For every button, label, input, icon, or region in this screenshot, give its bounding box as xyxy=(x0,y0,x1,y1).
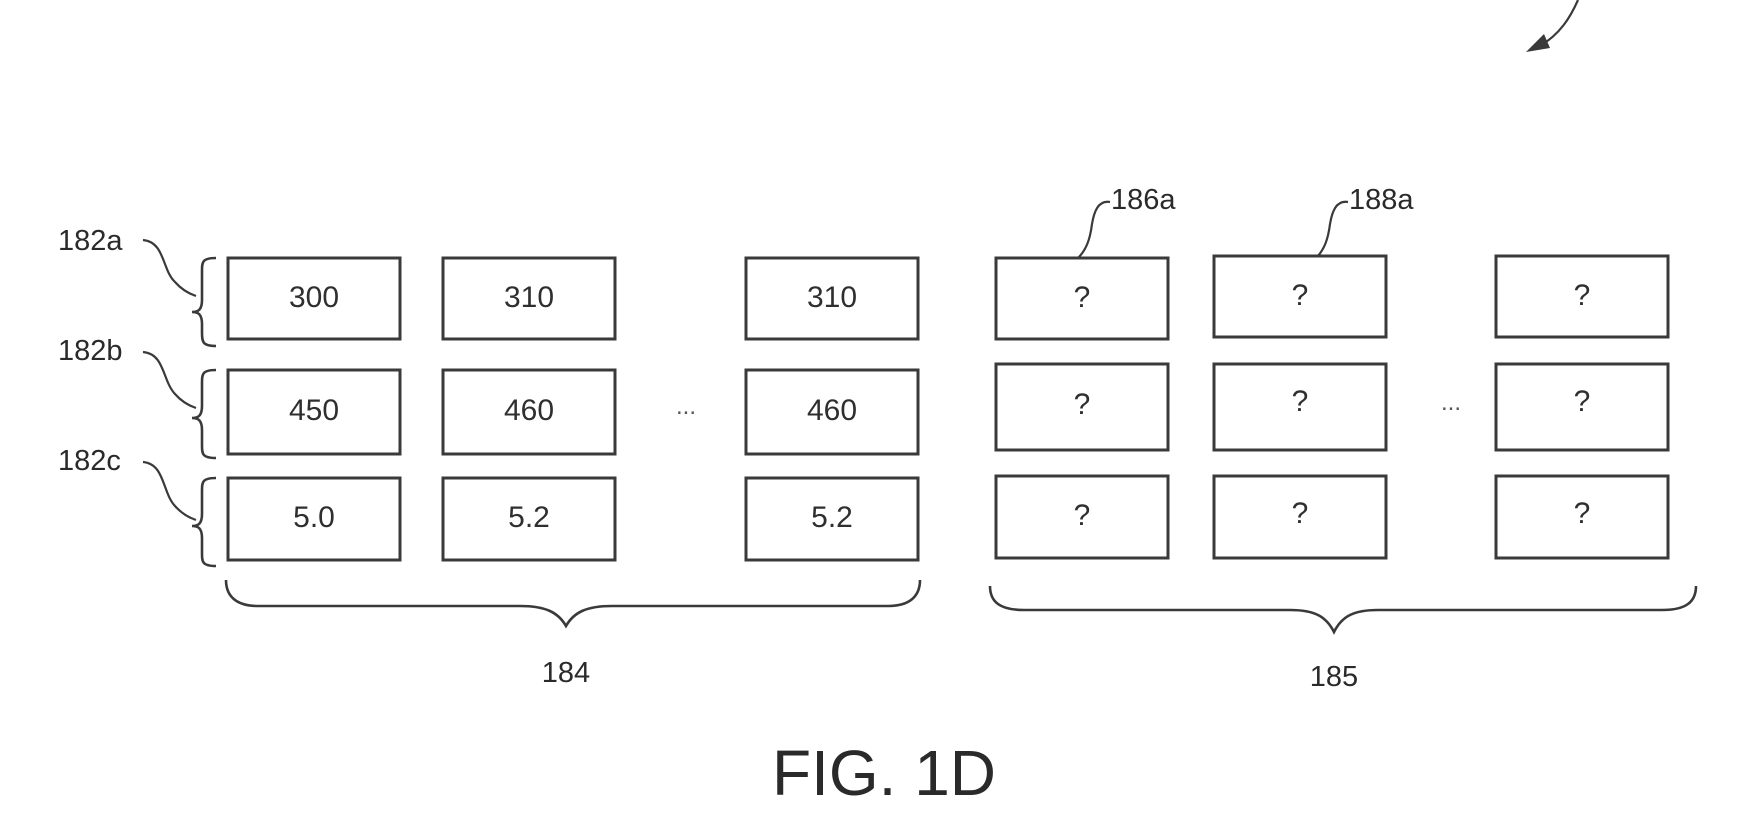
unknown-data-group: 186a 188a ? ? ? ? ? ? ... ? ? ? 185 xyxy=(990,184,1696,693)
unknown-value-r2-c1: ? xyxy=(1074,388,1091,421)
known-value-r1-c1: 300 xyxy=(289,281,339,314)
unknown-value-r3-c1: ? xyxy=(1074,499,1091,532)
unknown-value-r2-c2: ? xyxy=(1292,385,1309,418)
unknown-value-r3-c2: ? xyxy=(1292,497,1309,530)
unknown-group-label: 185 xyxy=(1310,661,1358,693)
known-value-r2-c3: 460 xyxy=(807,394,857,427)
row-label-182b: 182b xyxy=(58,335,123,367)
figure-title: FIG. 1D xyxy=(772,737,996,809)
known-value-r3-c3: 5.2 xyxy=(811,501,853,534)
known-group-brace xyxy=(226,580,920,626)
known-value-r3-c2: 5.2 xyxy=(508,501,550,534)
row-label-group-b: 182b xyxy=(58,335,216,458)
known-value-r2-c1: 450 xyxy=(289,394,339,427)
callout-186a: 186a xyxy=(1111,184,1176,216)
row-brace-182b xyxy=(192,370,216,458)
unknown-group-brace xyxy=(990,586,1696,632)
known-value-r1-c3: 310 xyxy=(807,281,857,314)
unknown-value-r1-c3: ? xyxy=(1574,279,1591,312)
known-data-group: 300 450 5.0 310 460 5.2 ... 310 460 5.2 … xyxy=(226,258,920,689)
known-value-r3-c1: 5.0 xyxy=(293,501,335,534)
known-ellipsis: ... xyxy=(676,393,696,420)
row-label-182a: 182a xyxy=(58,225,123,257)
reference-arrow xyxy=(1526,0,1578,52)
unknown-value-r1-c1: ? xyxy=(1074,281,1091,314)
row-brace-182c xyxy=(192,478,216,566)
row-label-182c: 182c xyxy=(58,445,121,477)
unknown-ellipsis: ... xyxy=(1441,389,1461,416)
unknown-value-r2-c3: ? xyxy=(1574,385,1591,418)
row-label-group-c: 182c xyxy=(58,445,216,566)
known-value-r2-c2: 460 xyxy=(504,394,554,427)
row-brace-182a xyxy=(192,258,216,346)
unknown-value-r3-c3: ? xyxy=(1574,497,1591,530)
known-value-r1-c2: 310 xyxy=(504,281,554,314)
row-label-group-a: 182a xyxy=(58,225,216,346)
callout-188a: 188a xyxy=(1349,184,1414,216)
unknown-value-r1-c2: ? xyxy=(1292,279,1309,312)
known-group-label: 184 xyxy=(542,657,590,689)
